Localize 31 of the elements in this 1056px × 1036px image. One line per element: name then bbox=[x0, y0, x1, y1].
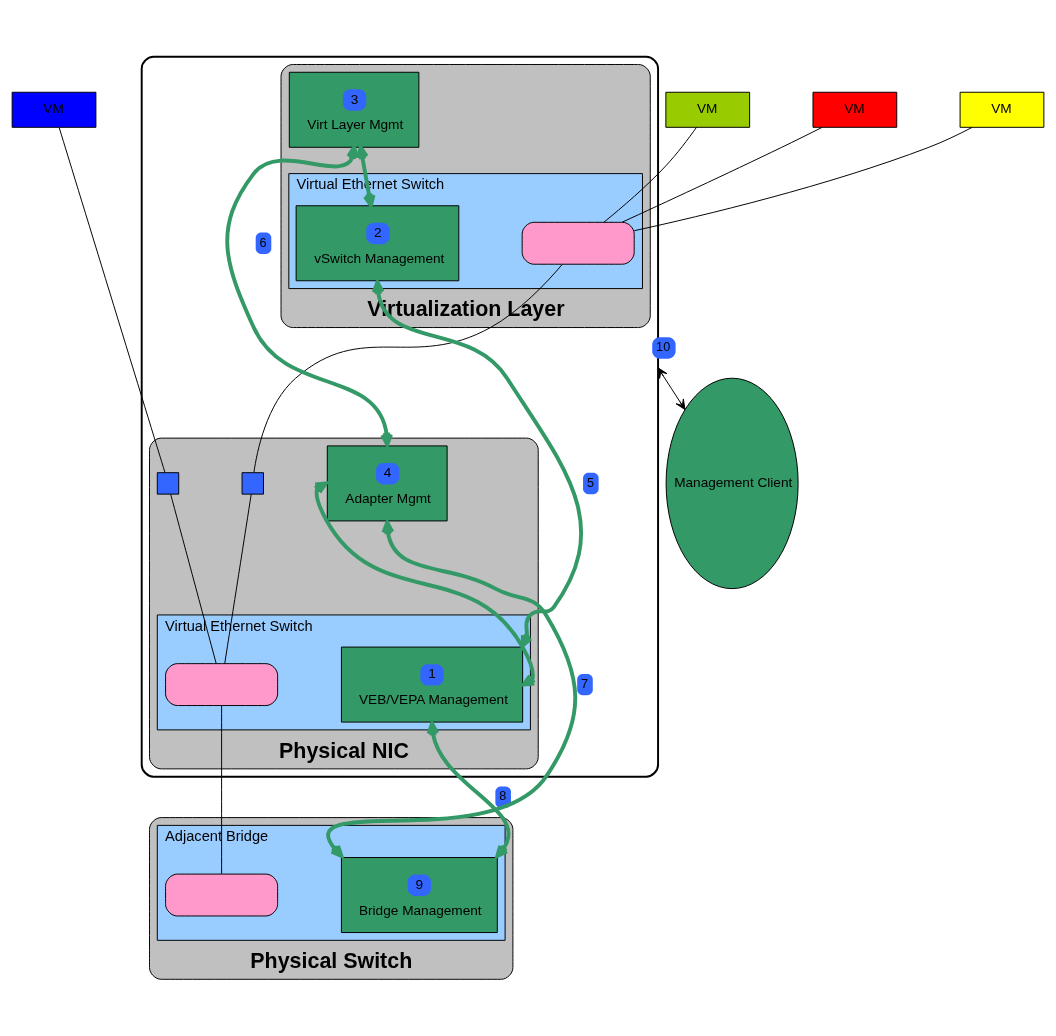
node-box: VM bbox=[665, 91, 751, 128]
node-box bbox=[165, 663, 279, 707]
node-box: VM bbox=[959, 91, 1045, 128]
connector bbox=[253, 263, 563, 473]
arrow bbox=[313, 481, 537, 687]
node-ellipse: Management Client bbox=[665, 377, 799, 590]
connector bbox=[224, 493, 252, 664]
node-box bbox=[156, 472, 180, 495]
node-box: 9 Bridge Management bbox=[340, 857, 498, 934]
node-box: 1 VEB/VEPA Management bbox=[340, 646, 524, 723]
node-box: 2 vSwitch Management bbox=[295, 205, 460, 282]
node-box: VM bbox=[812, 91, 898, 128]
connector bbox=[58, 127, 166, 474]
edge-label: 7 bbox=[581, 676, 589, 691]
node-box bbox=[165, 873, 279, 917]
node-box: VM bbox=[11, 91, 97, 128]
connector bbox=[633, 126, 973, 232]
edge-label: 6 bbox=[259, 235, 267, 250]
node-box bbox=[521, 221, 635, 265]
edge-label: 8 bbox=[499, 789, 507, 804]
connector bbox=[621, 127, 823, 223]
arrow bbox=[326, 520, 578, 859]
connector bbox=[603, 126, 697, 223]
arrow bbox=[657, 367, 686, 410]
connector bbox=[170, 493, 217, 664]
node-box: 3 Virt Layer Mgmt bbox=[288, 71, 420, 148]
edge-label: 5 bbox=[586, 475, 594, 490]
edge-label: 10 bbox=[656, 340, 671, 355]
node-box: 4 Adapter Mgmt bbox=[326, 445, 448, 522]
node-box bbox=[241, 472, 264, 495]
connector bbox=[221, 705, 223, 875]
